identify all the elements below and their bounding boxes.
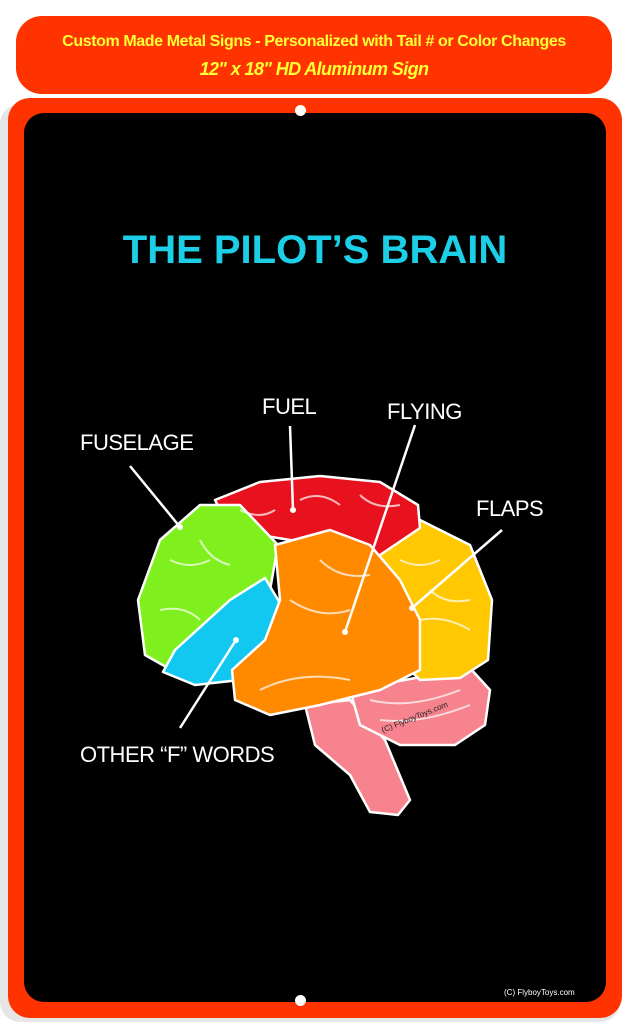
label-fuel: FUEL xyxy=(262,394,317,419)
label-flaps: FLAPS xyxy=(476,496,544,521)
brain-orange-region xyxy=(230,528,422,717)
promo-banner: Custom Made Metal Signs - Personalized w… xyxy=(16,16,612,94)
label-fuselage: FUSELAGE xyxy=(80,430,194,455)
banner-subline: 12" x 18" HD Aluminum Sign xyxy=(199,59,429,79)
copyright-text: (C) FlyboyToys.com xyxy=(504,988,575,997)
sign-title: THE PILOT’S BRAIN xyxy=(122,228,508,272)
mounting-hole-top xyxy=(295,105,306,116)
label-flying: FLYING xyxy=(387,399,462,424)
label-other-f-words: OTHER “F” WORDS xyxy=(80,742,275,767)
banner-headline: Custom Made Metal Signs - Personalized w… xyxy=(62,33,566,50)
mounting-hole-bottom xyxy=(295,995,306,1006)
leader-dots xyxy=(177,507,415,643)
label-leader-lines xyxy=(129,424,503,729)
